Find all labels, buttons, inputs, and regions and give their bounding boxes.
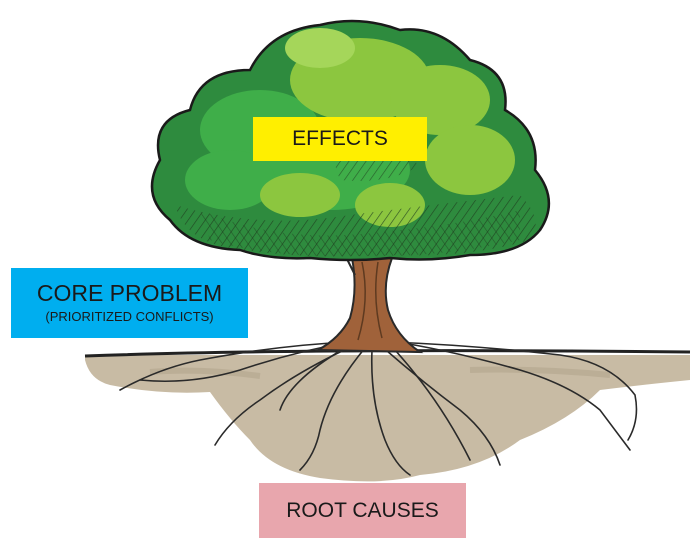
core-problem-title: CORE PROBLEM <box>36 280 223 306</box>
root-causes-label: ROOT CAUSES <box>286 499 439 522</box>
root-causes-box <box>259 483 466 538</box>
core-problem-box <box>11 268 248 338</box>
core-problem-subtitle: (PRIORITIZED CONFLICTS) <box>45 309 214 324</box>
soil-mound <box>84 349 691 482</box>
trunk <box>314 254 424 354</box>
effects-box <box>253 117 427 161</box>
effects-label: EFFECTS <box>292 127 388 150</box>
roots-illustration <box>119 339 638 476</box>
core-problem-label: CORE PROBLEM (PRIORITIZED CONFLICTS) <box>11 268 248 338</box>
